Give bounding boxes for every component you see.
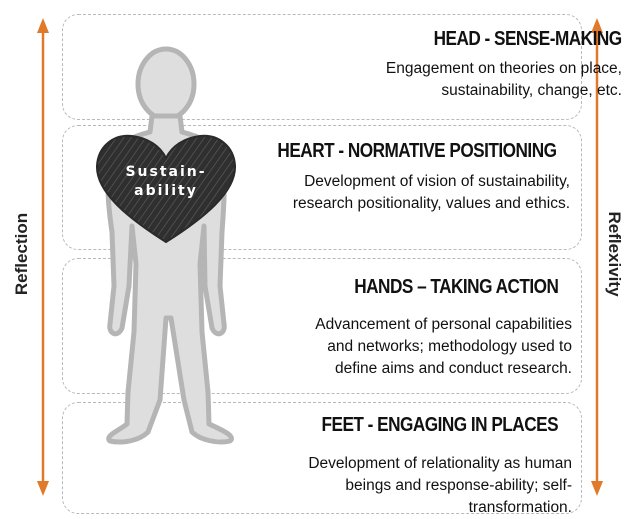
heart-description-line: research positionality, values and ethic… <box>292 195 570 212</box>
hands-description-line: and networks; methodology used to <box>327 338 572 355</box>
feet-title: FEET - ENGAGING IN PLACES <box>321 414 558 436</box>
feet-description: Development of relationality as human be… <box>308 453 572 519</box>
reflection-arrow-icon <box>37 18 49 496</box>
hands-description-line: define aims and conduct research. <box>335 360 572 377</box>
feet-description-line: transformation. <box>468 499 572 516</box>
reflexivity-label: Reflexivity <box>605 211 624 297</box>
head-description-line: sustainability, change, etc. <box>441 82 622 99</box>
hands-description: Advancement of personal capabilities and… <box>315 314 572 380</box>
heart-title: HEART - NORMATIVE POSITIONING <box>276 140 557 162</box>
heart-description-line: Development of vision of sustainability, <box>304 173 570 190</box>
heart-description: Development of vision of sustainability,… <box>293 171 570 215</box>
heart-label-line1: Sustain- <box>125 164 207 180</box>
feet-description-line: Development of relationality as human <box>308 455 572 472</box>
reflection-label: Reflection <box>12 212 31 296</box>
hands-description-line: Advancement of personal capabilities <box>315 316 572 333</box>
head-title: HEAD - SENSE-MAKING <box>433 28 623 50</box>
hands-title: HANDS – TAKING ACTION <box>353 276 559 298</box>
feet-description-line: beings and response-ability; self- <box>345 477 572 494</box>
head-description: Engagement on theories on place, sustain… <box>386 58 622 102</box>
heart-label-line2: ability <box>134 183 198 199</box>
head-description-line: Engagement on theories on place, <box>385 60 622 77</box>
